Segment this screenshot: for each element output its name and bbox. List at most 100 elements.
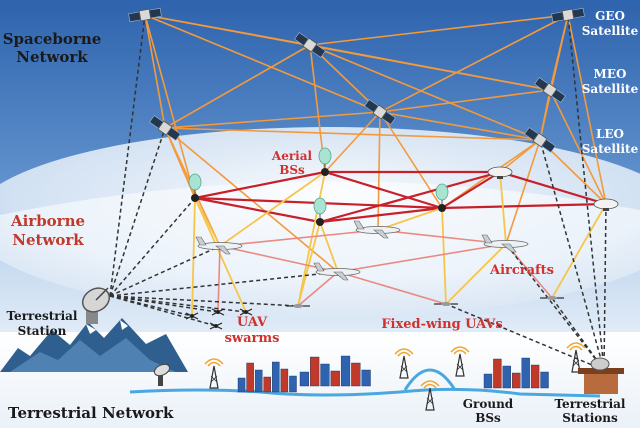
leo-label-line2: Satellite [582,142,639,156]
aerial-bs-link [319,206,443,224]
satellite-link [379,111,541,141]
geo-label-line2: Satellite [582,24,639,38]
aerial-bss-label-line1: Aerial [271,149,313,163]
satellite-link [505,139,541,245]
satellite-link [549,89,607,205]
building [272,361,280,393]
cell-tower-icon [420,380,440,411]
air-link [219,171,326,247]
satellite-link [324,111,381,173]
aerial-bs-link [324,170,443,210]
building [263,376,271,393]
building [512,372,521,389]
building [320,363,330,387]
building [340,355,351,387]
satellite-link [499,139,541,173]
aerial-bss-label-line2: BSs [279,163,305,177]
cell-tower-icon [394,348,414,379]
aerial-bs-link [194,170,326,200]
air-link [551,203,607,299]
ground-link [109,14,146,297]
airborne-label-line1: Airborne [10,212,85,230]
building [540,371,549,389]
drone-icon [239,308,253,316]
building [246,362,254,393]
airborne-label-line2: Network [12,231,84,249]
building [502,365,511,389]
ground-link [109,127,166,297]
building [289,375,297,393]
air-link [377,207,443,231]
air-link [441,207,447,305]
satellite-link [144,14,381,113]
fixed-wing-uav-icon [286,304,310,308]
balloon-icon [318,147,332,176]
ground-link [109,245,221,297]
air-to-space-links [191,171,607,317]
satellite-link [164,111,381,129]
building [330,370,340,387]
satellites [128,7,585,153]
aircrafts-label: Aircrafts [489,263,554,278]
fixed-wing-uav-icon [540,296,564,300]
satellite-link [567,14,607,205]
airplane-icon [195,236,243,255]
satellite-icon [128,7,162,23]
aircraft-link [217,245,221,313]
fixed-wing-uavs-label: Fixed-wing UAVs [381,317,502,332]
satellite-icon [364,99,396,125]
aerial-bs-link [441,171,501,209]
aircraft-link [377,229,507,245]
spaceborne-label-line2: Network [16,48,88,66]
geo-label-line1: GEO [595,9,625,23]
airplane-icon [313,262,361,281]
balloon-icon [313,197,327,226]
uav-swarms-label-line1: UAV [237,315,268,330]
ground-link [551,297,605,371]
ground-link [539,139,605,371]
meo-label-line2: Satellite [582,82,639,96]
blimp-icon [593,198,619,211]
ground-link [505,243,605,371]
air-link [297,171,326,307]
ground-bss-label-line2: BSs [475,411,501,425]
satellite-link [164,44,311,129]
aerial-base-stations [188,147,619,226]
building [361,369,371,387]
terrestrial-stations-label-line2: Stations [562,411,618,425]
terrestrial-network-label: Terrestrial Network [8,404,174,422]
building [280,368,289,393]
spaceborne-label-line1: Spaceborne [3,30,102,48]
building [493,358,502,389]
building [310,356,320,387]
satellite-link [379,14,569,113]
blimp-icon [487,166,513,179]
aircraft-link [337,271,447,305]
drone-icon [209,322,223,330]
satellite-link [539,89,551,141]
air-link [445,243,507,305]
aerial-bs-link [194,196,321,224]
terrestrial-stations-label-line1: Terrestrial [555,397,626,411]
aircraft-link [337,243,507,273]
satellite-icon [524,127,556,153]
satellite-link [379,89,551,113]
aircraft-nodes [195,220,529,281]
leo-label-line1: LEO [596,127,624,141]
building [483,373,493,389]
uav-swarms-label-line2: swarms [225,331,280,346]
meo-label-line1: MEO [594,67,627,81]
ground-links [109,14,607,371]
satellite-link [144,14,166,129]
building [254,369,263,393]
air-link [191,197,196,317]
ground-link [567,14,605,371]
building [299,371,309,387]
building [530,364,540,389]
cell-tower-icon [204,358,224,389]
terrestrial-station-label-line2: Station [18,324,67,338]
satellite-link [309,14,569,46]
aerial-bs-link [441,202,607,210]
